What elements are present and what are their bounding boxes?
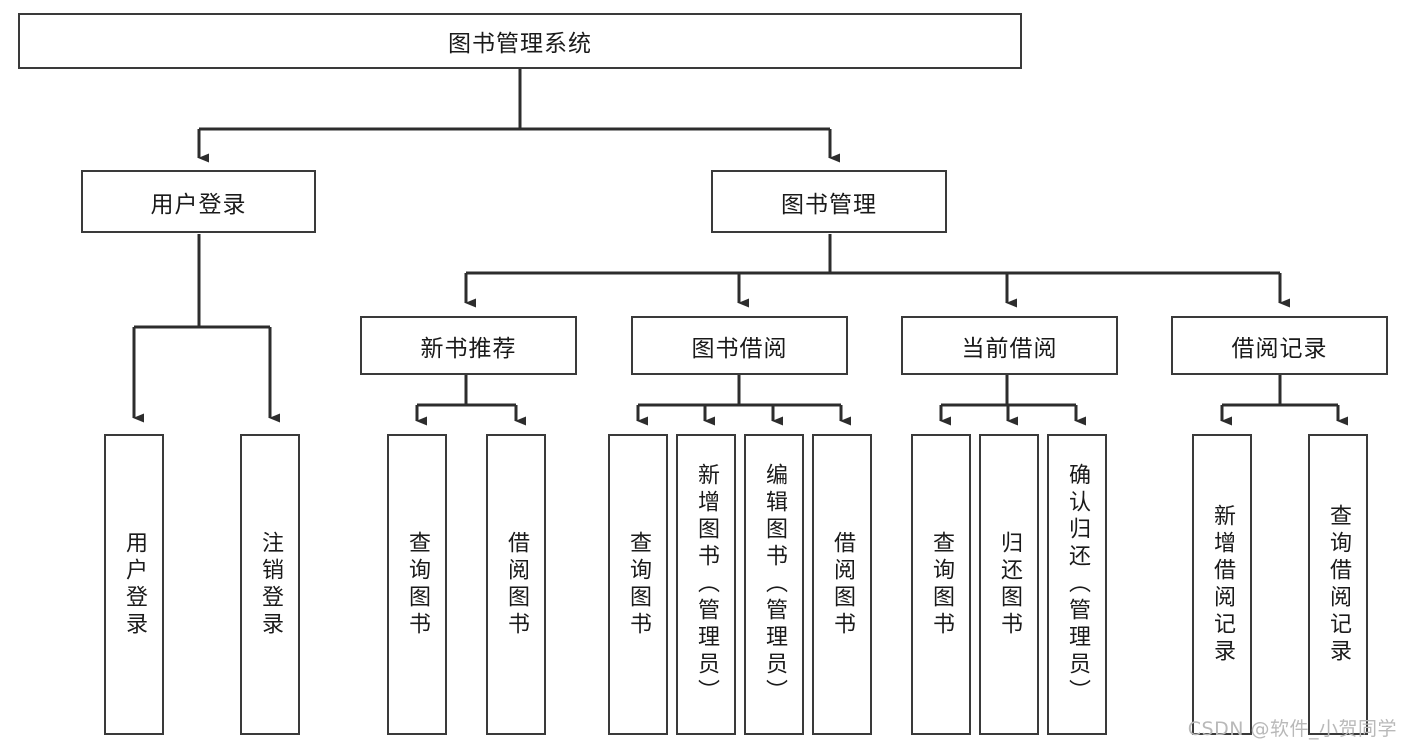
node-book-borrow-label: 图书借阅	[691, 335, 788, 362]
node-leaf-query-book-3[interactable]: 查询图书	[911, 434, 971, 735]
node-leaf-query-book-2-label: 查询图书	[626, 530, 651, 639]
node-leaf-query-book-1[interactable]: 查询图书	[387, 434, 447, 735]
node-leaf-query-book-1-label: 查询图书	[405, 530, 430, 639]
node-leaf-query-record-label: 查询借阅记录	[1326, 503, 1351, 666]
node-leaf-logout[interactable]: 注销登录	[240, 434, 300, 735]
node-current-borrow-label: 当前借阅	[961, 335, 1058, 362]
node-leaf-borrow-book-1-label: 借阅图书	[504, 530, 529, 639]
node-leaf-return-book-label: 归还图书	[997, 530, 1022, 639]
node-leaf-borrow-book-2-label: 借阅图书	[830, 530, 855, 639]
node-leaf-borrow-book-1[interactable]: 借阅图书	[486, 434, 546, 735]
node-user-login-label: 用户登录	[150, 191, 247, 218]
node-leaf-user-login[interactable]: 用户登录	[104, 434, 164, 735]
node-leaf-add-record-label: 新增借阅记录	[1210, 503, 1235, 666]
node-leaf-add-book[interactable]: 新增图书（管理员）	[676, 434, 736, 735]
node-leaf-borrow-book-2[interactable]: 借阅图书	[812, 434, 872, 735]
node-leaf-query-book-2[interactable]: 查询图书	[608, 434, 668, 735]
node-leaf-query-record[interactable]: 查询借阅记录	[1308, 434, 1368, 735]
node-borrow-record[interactable]: 借阅记录	[1171, 316, 1388, 375]
node-leaf-edit-book[interactable]: 编辑图书（管理员）	[744, 434, 804, 735]
node-leaf-query-book-3-label: 查询图书	[929, 530, 954, 639]
node-leaf-add-book-label: 新增图书（管理员）	[694, 463, 719, 706]
node-user-login[interactable]: 用户登录	[81, 170, 316, 233]
node-leaf-return-book[interactable]: 归还图书	[979, 434, 1039, 735]
node-leaf-confirm-return[interactable]: 确认归还（管理员）	[1047, 434, 1107, 735]
node-current-borrow[interactable]: 当前借阅	[901, 316, 1118, 375]
node-leaf-edit-book-label: 编辑图书（管理员）	[762, 463, 787, 706]
node-new-book-recommend-label: 新书推荐	[420, 335, 517, 362]
node-leaf-user-login-label: 用户登录	[122, 530, 147, 639]
node-book-borrow[interactable]: 图书借阅	[631, 316, 848, 375]
node-root-system[interactable]: 图书管理系统	[18, 13, 1022, 69]
node-book-management-label: 图书管理	[781, 191, 877, 218]
node-new-book-recommend[interactable]: 新书推荐	[360, 316, 577, 375]
node-leaf-add-record[interactable]: 新增借阅记录	[1192, 434, 1252, 735]
node-leaf-logout-label: 注销登录	[258, 530, 283, 639]
node-root-system-label: 图书管理系统	[448, 31, 592, 57]
node-leaf-confirm-return-label: 确认归还（管理员）	[1065, 463, 1090, 706]
node-book-management[interactable]: 图书管理	[711, 170, 947, 233]
csdn-watermark: CSDN @软件_小贺同学	[1187, 718, 1397, 740]
node-borrow-record-label: 借阅记录	[1231, 335, 1328, 362]
